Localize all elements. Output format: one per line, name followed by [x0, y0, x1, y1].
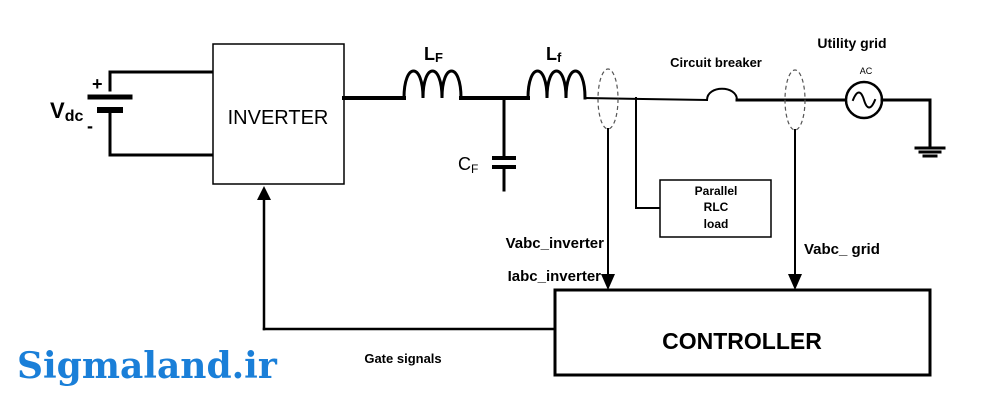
inverter-block: INVERTER [212, 43, 345, 185]
vabc-inverter-label: Vabc_inverter [506, 235, 605, 252]
inductor-lf-grid: Lf [526, 44, 587, 100]
utility-grid-label: Utility grid [817, 35, 886, 51]
grid-sensor-icon [784, 69, 806, 131]
ac-label: AC [860, 66, 873, 76]
gate-signal-path: Gate signals [257, 186, 557, 366]
utility-grid: Utility grid AC [817, 35, 887, 120]
grid-measure-arrow-icon [788, 274, 802, 290]
inductor-lf-coil [402, 69, 463, 100]
plus-sign: + [92, 74, 103, 94]
inductor-lf-grid-coil [526, 69, 587, 100]
controller-box [553, 288, 932, 377]
load-label-line3: load [704, 217, 729, 231]
circuit-breaker-label: Circuit breaker [670, 55, 762, 70]
dc-source: + - Vdc [50, 70, 215, 157]
load-label-line2: RLC [704, 200, 729, 214]
lf-grid-label: Lf [546, 44, 562, 65]
controller-label: CONTROLLER [662, 328, 822, 354]
minus-sign: - [87, 116, 93, 136]
rlc-load: Parallel RLC load [635, 97, 772, 238]
grid-measurement-signal: Vabc_ grid [788, 129, 880, 290]
lf-label: LF [424, 44, 443, 65]
capacitor-cf: CF [458, 96, 516, 192]
cf-label: CF [458, 154, 478, 176]
gate-signal-arrow-icon [257, 186, 271, 200]
vdc-label: Vdc [50, 98, 83, 125]
breaker-arc [705, 87, 739, 102]
load-label-line1: Parallel [695, 184, 738, 198]
gate-signals-label: Gate signals [364, 351, 441, 366]
iabc-inverter-label: Iabc_inverter [508, 268, 602, 285]
circuit-breaker: Circuit breaker [670, 55, 762, 102]
pcc-wire [583, 96, 709, 102]
inverter-sensor-icon [597, 68, 619, 130]
inverter-label: INVERTER [228, 107, 329, 129]
watermark-logo: Sigmaland.ir [17, 345, 278, 387]
inverter-measure-arrow-icon [601, 274, 615, 290]
load-box [659, 179, 772, 238]
inverter-box [212, 43, 345, 185]
vabc-grid-label: Vabc_ grid [804, 241, 880, 258]
inverter-measurement-signal: Vabc_inverter Iabc_inverter [506, 128, 615, 290]
sine-wave-icon [851, 91, 877, 109]
ground-icon [914, 146, 946, 158]
controller-block: CONTROLLER [553, 288, 932, 377]
inductor-lf: LF [402, 44, 463, 100]
